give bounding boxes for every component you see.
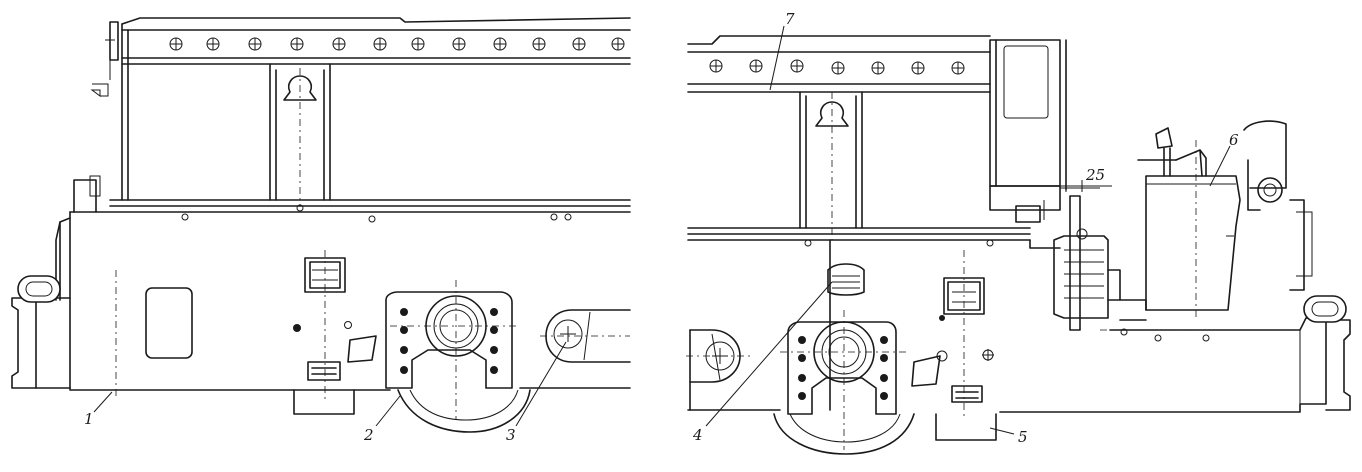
right-leaders <box>705 25 1231 435</box>
left-cylinder <box>540 309 631 363</box>
right-buffer <box>1303 295 1351 411</box>
callout-2: 2 <box>363 426 374 444</box>
right-front-apparatus <box>1053 120 1313 331</box>
left-upper-body <box>69 17 631 213</box>
left-axle-box <box>385 280 520 420</box>
callout-3: 3 <box>506 426 516 444</box>
callout-6: 6 <box>1229 131 1239 149</box>
right-rivet-row <box>709 59 965 75</box>
left-rivet-row <box>169 37 625 51</box>
dimension-25: 25 <box>1085 166 1105 184</box>
sand-box <box>935 413 997 441</box>
right-view: 7 6 25 4 5 <box>686 10 1351 455</box>
callout-5: 5 <box>1018 428 1028 446</box>
spring-pack <box>827 263 865 296</box>
callout-4: 4 <box>692 426 703 444</box>
callout-7: 7 <box>785 10 795 28</box>
left-frame-opening <box>145 287 193 359</box>
left-view: 1 2 3 <box>11 17 631 444</box>
right-axle-box <box>780 310 910 450</box>
left-main-frame <box>11 204 631 433</box>
right-main-frame <box>686 239 1351 455</box>
right-wheel <box>773 413 915 455</box>
right-upper-body <box>687 35 1100 241</box>
left-buffer <box>11 275 71 389</box>
right-cylinder <box>686 329 750 383</box>
left-wheel <box>397 389 531 433</box>
left-leaders <box>93 341 567 427</box>
callout-1: 1 <box>84 410 94 428</box>
